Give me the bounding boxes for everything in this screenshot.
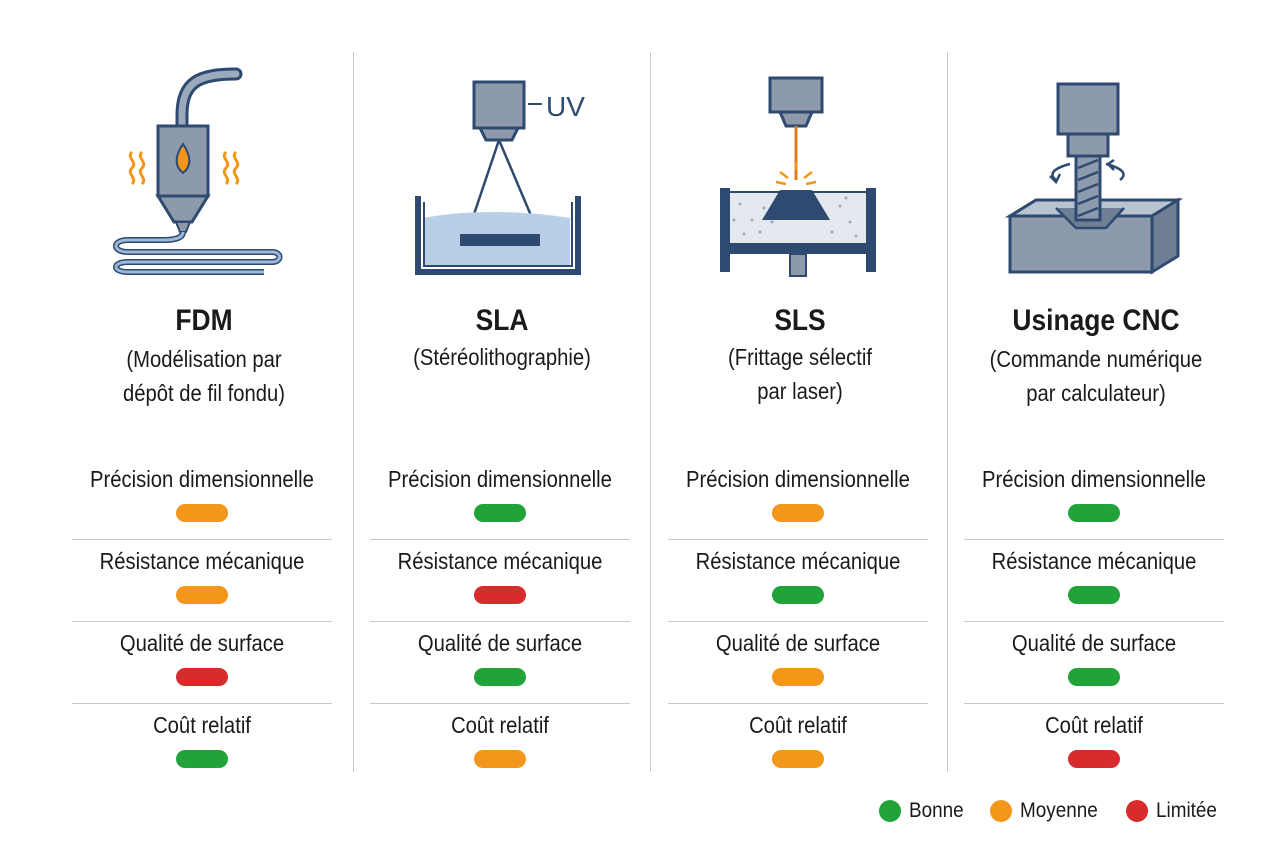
column-subtitle-line-2: dépôt de fil fondu) — [122, 380, 286, 406]
column-fdm: FDM (Modélisation par dépôt de fil fondu… — [54, 0, 354, 790]
rating-pill — [474, 586, 526, 604]
criterion-label: Coût relatif — [749, 712, 847, 738]
cnc-milling-icon — [1004, 82, 1184, 275]
row-divider — [668, 703, 928, 704]
legend-dot-limited — [1126, 800, 1149, 822]
rating-pill — [1068, 668, 1120, 686]
fdm-extruder-illustration — [104, 60, 304, 280]
criterion-resistance: Résistance mécanique — [668, 540, 928, 622]
column-subtitle-line-1: (Frittage sélectif — [728, 344, 872, 370]
criterion-label: Précision dimensionnelle — [686, 466, 910, 492]
column-title: SLA — [475, 304, 529, 337]
criterion-surface: Qualité de surface — [964, 622, 1224, 704]
rating-pill — [772, 504, 824, 522]
legend-dot-good — [879, 800, 902, 822]
criterion-surface: Qualité de surface — [370, 622, 630, 704]
uv-label: UV — [546, 91, 585, 122]
column-divider-1 — [353, 52, 354, 772]
legend: Bonne Moyenne Limitée — [879, 796, 1224, 826]
criterion-cost: Coût relatif — [668, 704, 928, 786]
criterion-label: Qualité de surface — [715, 630, 881, 656]
column-subtitle-line-1: (Commande numérique — [989, 346, 1203, 372]
row-divider — [370, 539, 630, 540]
row-divider — [370, 703, 630, 704]
criterion-surface: Qualité de surface — [72, 622, 332, 704]
column-divider-3 — [947, 52, 948, 772]
legend-label: Moyenne — [1019, 799, 1098, 822]
fdm-extruder-icon — [113, 67, 283, 275]
criterion-label: Coût relatif — [451, 712, 549, 738]
rating-pill — [1068, 586, 1120, 604]
sls-sintering-illustration — [700, 60, 900, 280]
column-sla: UV SLA (Stéréolithographie) Précision di… — [352, 0, 652, 790]
rating-pill — [772, 750, 824, 768]
sls-laser-icon — [720, 76, 876, 277]
rating-pill — [176, 504, 228, 522]
row-divider — [72, 539, 332, 540]
criterion-label: Précision dimensionnelle — [388, 466, 612, 492]
rating-pill — [176, 668, 228, 686]
column-subtitle-line-2: par laser) — [757, 378, 843, 404]
rating-pill — [772, 586, 824, 604]
legend-item-good: Bonne — [879, 799, 970, 823]
column-sls: SLS (Frittage sélectif par laser) Précis… — [650, 0, 950, 790]
column-subtitle-line-1: (Stéréolithographie) — [413, 344, 591, 370]
criterion-resistance: Résistance mécanique — [964, 540, 1224, 622]
legend-label: Bonne — [909, 799, 964, 822]
legend-label: Limitée — [1156, 799, 1218, 822]
criterion-precision: Précision dimensionnelle — [72, 458, 332, 540]
criterion-label: Résistance mécanique — [99, 548, 305, 574]
row-divider — [964, 703, 1224, 704]
column-divider-2 — [650, 52, 651, 772]
cnc-milling-illustration — [996, 60, 1196, 280]
column-subtitle-line-2: par calculateur) — [1026, 380, 1166, 406]
row-divider — [964, 621, 1224, 622]
column-subtitle-line-1: (Modélisation par — [126, 346, 282, 372]
rating-pill — [474, 750, 526, 768]
criterion-precision: Précision dimensionnelle — [668, 458, 928, 540]
criterion-label: Précision dimensionnelle — [982, 466, 1206, 492]
criterion-resistance: Résistance mécanique — [72, 540, 332, 622]
criterion-label: Résistance mécanique — [397, 548, 603, 574]
rating-pill — [176, 586, 228, 604]
criterion-label: Qualité de surface — [417, 630, 583, 656]
criterion-label: Précision dimensionnelle — [90, 466, 314, 492]
criterion-cost: Coût relatif — [370, 704, 630, 786]
criterion-label: Qualité de surface — [1011, 630, 1177, 656]
criterion-surface: Qualité de surface — [668, 622, 928, 704]
rating-pill — [1068, 504, 1120, 522]
row-divider — [370, 621, 630, 622]
row-divider — [72, 621, 332, 622]
rating-pill — [176, 750, 228, 768]
row-divider — [72, 703, 332, 704]
column-title: SLS — [774, 304, 826, 337]
criterion-label: Résistance mécanique — [991, 548, 1197, 574]
legend-dot-medium — [989, 800, 1012, 822]
column-title: Usinage CNC — [1012, 304, 1180, 337]
column-cnc: Usinage CNC (Commande numérique par calc… — [946, 0, 1246, 790]
criterion-cost: Coût relatif — [964, 704, 1224, 786]
rating-pill — [772, 668, 824, 686]
criterion-label: Résistance mécanique — [695, 548, 901, 574]
rating-pill — [474, 504, 526, 522]
sla-vat-icon: UV — [415, 80, 585, 275]
rating-pill — [1068, 750, 1120, 768]
row-divider — [964, 539, 1224, 540]
column-title: FDM — [175, 304, 233, 337]
rating-pill — [474, 668, 526, 686]
criterion-cost: Coût relatif — [72, 704, 332, 786]
row-divider — [668, 539, 928, 540]
criterion-resistance: Résistance mécanique — [370, 540, 630, 622]
criterion-label: Coût relatif — [153, 712, 251, 738]
sla-vat-illustration: UV — [402, 60, 602, 280]
criterion-precision: Précision dimensionnelle — [370, 458, 630, 540]
legend-item-limited: Limitée — [1126, 799, 1224, 823]
criterion-label: Qualité de surface — [119, 630, 285, 656]
criterion-precision: Précision dimensionnelle — [964, 458, 1224, 540]
legend-item-medium: Moyenne — [989, 799, 1106, 823]
criterion-label: Coût relatif — [1045, 712, 1143, 738]
row-divider — [668, 621, 928, 622]
